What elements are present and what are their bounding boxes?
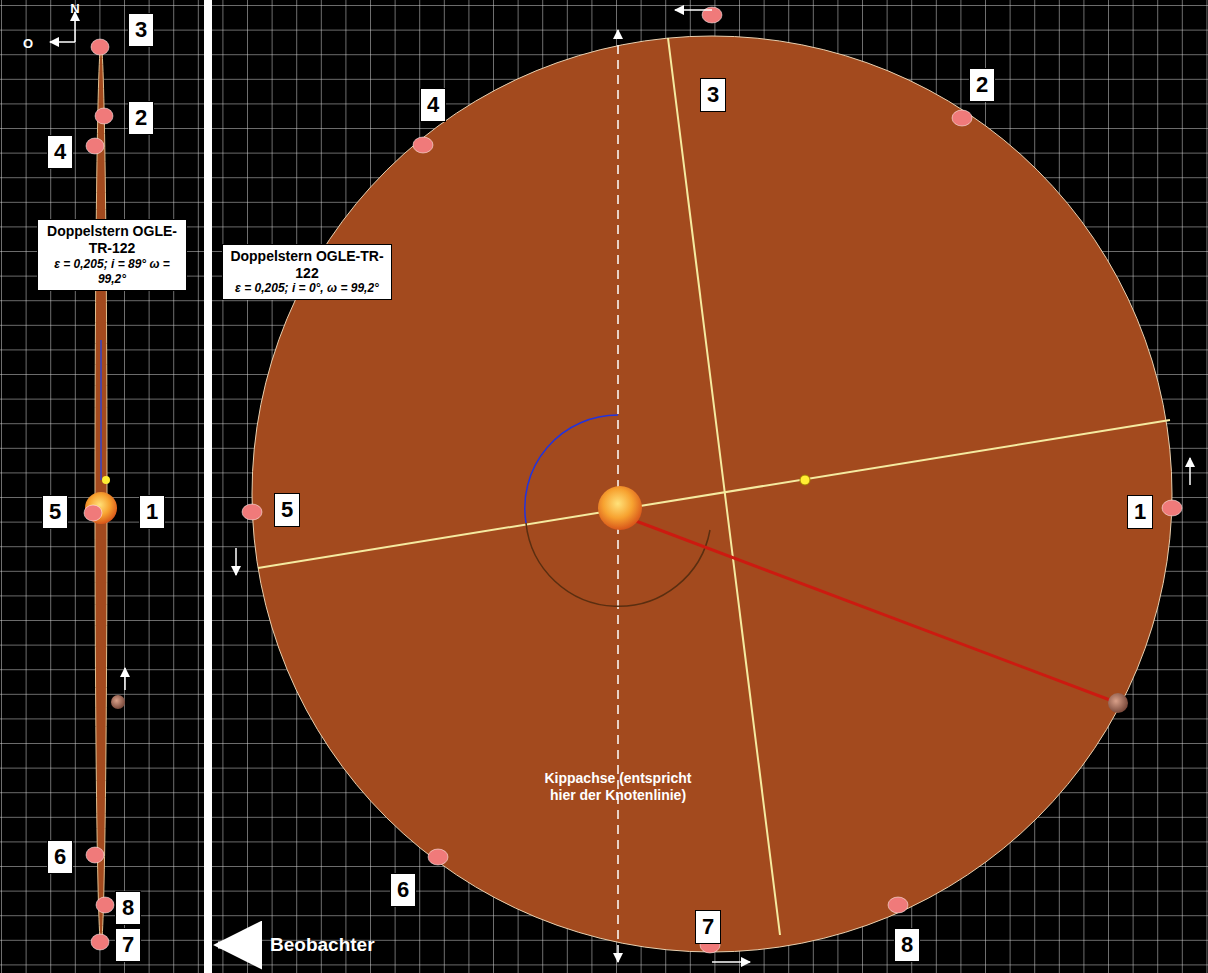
callout-number: 6 bbox=[390, 873, 416, 907]
callout-number: 8 bbox=[115, 891, 141, 925]
number-text: 3 bbox=[135, 18, 147, 42]
callout-number: 2 bbox=[128, 101, 154, 135]
number-text: 7 bbox=[122, 933, 134, 957]
number-text: 1 bbox=[1134, 500, 1146, 524]
number-text: 8 bbox=[122, 896, 134, 920]
callout-number: 1 bbox=[139, 495, 165, 529]
number-text: 2 bbox=[976, 73, 988, 97]
number-text: 5 bbox=[281, 498, 293, 522]
compass-north: N bbox=[70, 1, 79, 17]
number-text: 4 bbox=[54, 140, 66, 164]
callout-number: 5 bbox=[42, 495, 68, 529]
number-text: 2 bbox=[135, 106, 147, 130]
callout-number: 6 bbox=[47, 840, 73, 874]
axis-label: Kippachse (entspricht hier der Knotenlin… bbox=[543, 770, 693, 804]
number-text: 7 bbox=[702, 915, 714, 939]
parameter-text: ε = 0,205; i = 89° ω = 99,2° bbox=[43, 257, 181, 287]
title-text: Doppelstern OGLE-TR-122 bbox=[43, 223, 181, 257]
callout-number: 7 bbox=[115, 928, 141, 962]
callout-number: 3 bbox=[128, 13, 154, 47]
callout-number: 7 bbox=[695, 910, 721, 944]
number-text: 4 bbox=[427, 93, 439, 117]
callout-number: 1 bbox=[1127, 495, 1153, 529]
info-box: Doppelstern OGLE-TR-122ε = 0,205; i = 0°… bbox=[222, 244, 392, 301]
info-box: Doppelstern OGLE-TR-122ε = 0,205; i = 89… bbox=[37, 219, 187, 291]
callout-number: 8 bbox=[894, 928, 920, 962]
callout-number: 4 bbox=[420, 88, 446, 122]
number-text: 6 bbox=[397, 878, 409, 902]
number-text: 5 bbox=[49, 500, 61, 524]
parameter-text: ε = 0,205; i = 0°, ω = 99,2° bbox=[228, 281, 386, 296]
number-text: 6 bbox=[54, 845, 66, 869]
callout-number: 2 bbox=[969, 68, 995, 102]
title-text: Doppelstern OGLE-TR-122 bbox=[228, 248, 386, 282]
number-text: 1 bbox=[146, 500, 158, 524]
callout-number: 4 bbox=[47, 135, 73, 169]
callout-number: 5 bbox=[274, 493, 300, 527]
callout-number: 3 bbox=[700, 78, 726, 112]
observer-label: Beobachter bbox=[270, 934, 375, 957]
number-text: 8 bbox=[901, 933, 913, 957]
number-text: 3 bbox=[707, 83, 719, 107]
compass-east: O bbox=[23, 36, 33, 52]
